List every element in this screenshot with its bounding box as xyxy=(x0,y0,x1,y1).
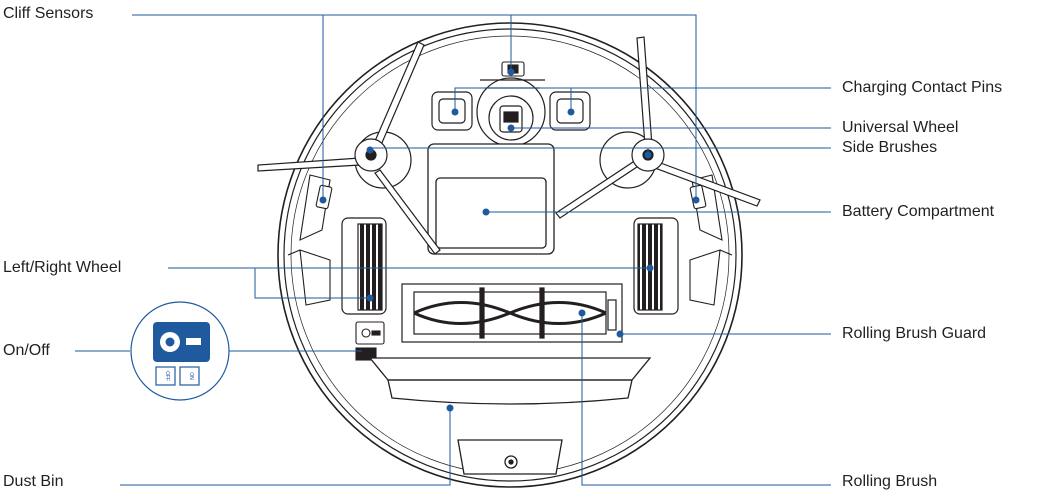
dot-battery xyxy=(482,208,490,216)
switch-on-text: ON xyxy=(188,372,194,380)
dot-cliff-right xyxy=(692,196,700,204)
label-dust-bin: Dust Bin xyxy=(3,473,64,490)
on-marker xyxy=(179,366,200,386)
switch-off-text: OFF xyxy=(164,371,170,381)
switch-body xyxy=(153,322,210,362)
dot-side-brush-right xyxy=(644,151,652,159)
dot-cliff-front xyxy=(507,68,515,76)
label-charging-contact-pins: Charging Contact Pins xyxy=(842,79,1003,96)
dot-pin-left xyxy=(451,108,459,116)
side-panels xyxy=(299,174,723,306)
drive-wheels xyxy=(341,217,679,315)
label-universal-wheel: Universal Wheel xyxy=(842,119,959,136)
dot-brush-guard xyxy=(616,330,624,338)
dust-bin-shape xyxy=(368,357,652,475)
dot-wheel-left xyxy=(366,294,374,302)
dot-universal-wheel xyxy=(507,124,515,132)
label-on-off: On/Off xyxy=(3,342,50,359)
leader-lines xyxy=(75,14,831,486)
dot-pin-right xyxy=(567,108,575,116)
label-battery-compartment: Battery Compartment xyxy=(842,203,995,220)
rolling-brush-assembly xyxy=(401,283,623,343)
off-marker xyxy=(155,366,176,386)
label-left-right-wheel: Left/Right Wheel xyxy=(3,259,122,276)
label-side-brushes: Side Brushes xyxy=(842,139,938,156)
switch-on-body xyxy=(355,321,385,361)
dot-rolling-brush xyxy=(578,309,586,317)
dot-side-brush-left xyxy=(366,146,374,154)
leader-dots xyxy=(319,68,700,412)
label-rolling-brush-guard: Rolling Brush Guard xyxy=(842,325,987,342)
label-rolling-brush: Rolling Brush xyxy=(842,473,938,490)
on-off-callout: OFF ON xyxy=(130,301,230,401)
side-brush-left xyxy=(257,41,441,255)
dot-cliff-left xyxy=(319,196,327,204)
side-brush-right xyxy=(555,36,761,219)
robot-body xyxy=(277,22,743,488)
battery-compartment-shape xyxy=(427,143,555,255)
dot-wheel-right xyxy=(646,264,654,272)
label-cliff-sensors: Cliff Sensors xyxy=(3,5,94,22)
dot-dust-bin xyxy=(446,404,454,412)
